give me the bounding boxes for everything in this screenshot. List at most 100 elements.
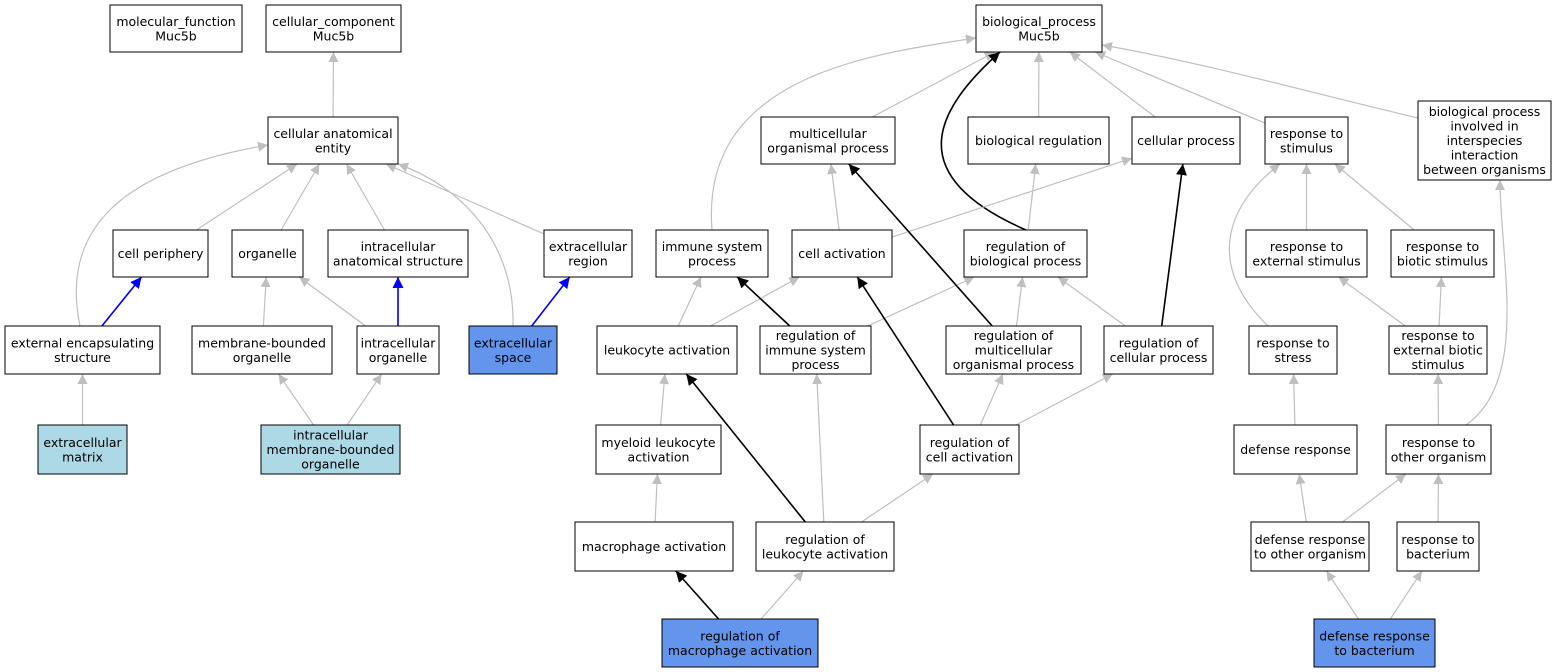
term-box[interactable]	[967, 116, 1110, 165]
term-box[interactable]	[1131, 116, 1241, 165]
term-box[interactable]	[755, 521, 895, 572]
term-box[interactable]	[1250, 521, 1370, 572]
edge-line	[685, 373, 806, 523]
term-box[interactable]	[1248, 325, 1338, 375]
term-box[interactable]	[595, 424, 722, 475]
edge-line	[677, 276, 702, 327]
term-box[interactable]	[1245, 229, 1368, 278]
term-label-line: biological process	[1429, 104, 1541, 119]
term-box[interactable]	[760, 116, 896, 165]
term-node-ma[interactable]: macrophage activation	[574, 521, 734, 572]
term-box[interactable]	[1385, 424, 1492, 475]
term-label-line: Muc5b	[313, 28, 355, 43]
term-box[interactable]	[112, 229, 209, 278]
term-node-cproc[interactable]: cellular process	[1131, 116, 1241, 165]
term-box[interactable]	[37, 424, 128, 475]
edge-ca-to-mop	[827, 163, 840, 231]
term-box[interactable]	[1103, 325, 1214, 375]
term-box[interactable]	[1233, 424, 1358, 475]
term-box[interactable]	[975, 4, 1103, 53]
term-label-line: regulation of	[986, 239, 1066, 254]
term-node-dr[interactable]: defense response	[1233, 424, 1358, 475]
term-box[interactable]	[356, 325, 440, 375]
term-box[interactable]	[260, 424, 401, 475]
term-label-line: space	[495, 350, 532, 365]
term-box[interactable]	[945, 325, 1082, 375]
term-box[interactable]	[1388, 325, 1488, 375]
term-box[interactable]	[759, 325, 872, 375]
term-box[interactable]	[963, 229, 1088, 278]
term-box[interactable]	[109, 4, 243, 53]
term-node-la[interactable]: leukocyte activation	[596, 325, 738, 375]
edge-drtb-to-drtoo	[1325, 570, 1359, 620]
term-node-cp[interactable]: cell periphery	[112, 229, 209, 278]
edge-rtstress-to-rts	[1228, 163, 1281, 327]
term-node-org[interactable]: organelle	[231, 229, 304, 278]
term-box[interactable]	[327, 229, 469, 278]
term-label-line: response to	[1402, 435, 1475, 450]
term-box[interactable]	[655, 229, 769, 278]
term-box[interactable]	[1396, 521, 1480, 572]
term-node-br[interactable]: biological regulation	[967, 116, 1110, 165]
term-node-ca[interactable]: cell activation	[791, 229, 893, 278]
edge-org-to-cae	[280, 163, 320, 231]
term-box[interactable]	[468, 325, 558, 375]
term-box[interactable]	[267, 116, 399, 165]
term-box[interactable]	[791, 229, 893, 278]
term-box[interactable]	[231, 229, 304, 278]
edge-line	[1027, 163, 1040, 231]
term-box[interactable]	[1313, 618, 1436, 668]
edge-rla-to-rca	[861, 473, 934, 523]
edge-line	[1325, 570, 1359, 620]
term-box[interactable]	[1264, 116, 1349, 165]
term-box[interactable]	[191, 325, 333, 375]
term-box[interactable]	[596, 325, 738, 375]
term-label-line: regulation of	[700, 628, 780, 643]
term-label-line: defense response	[1319, 628, 1430, 643]
term-box[interactable]	[1417, 100, 1552, 181]
term-box[interactable]	[574, 521, 734, 572]
edge-line	[298, 276, 366, 327]
term-box[interactable]	[919, 424, 1020, 475]
term-box[interactable]	[1390, 229, 1495, 278]
term-box[interactable]	[661, 618, 819, 668]
edge-isp-to-bp	[710, 34, 977, 231]
term-label-line: bacterium	[1406, 546, 1470, 561]
edge-line	[979, 373, 1004, 426]
term-box[interactable]	[4, 325, 161, 375]
term-box[interactable]	[543, 229, 633, 278]
term-box[interactable]	[265, 4, 402, 53]
